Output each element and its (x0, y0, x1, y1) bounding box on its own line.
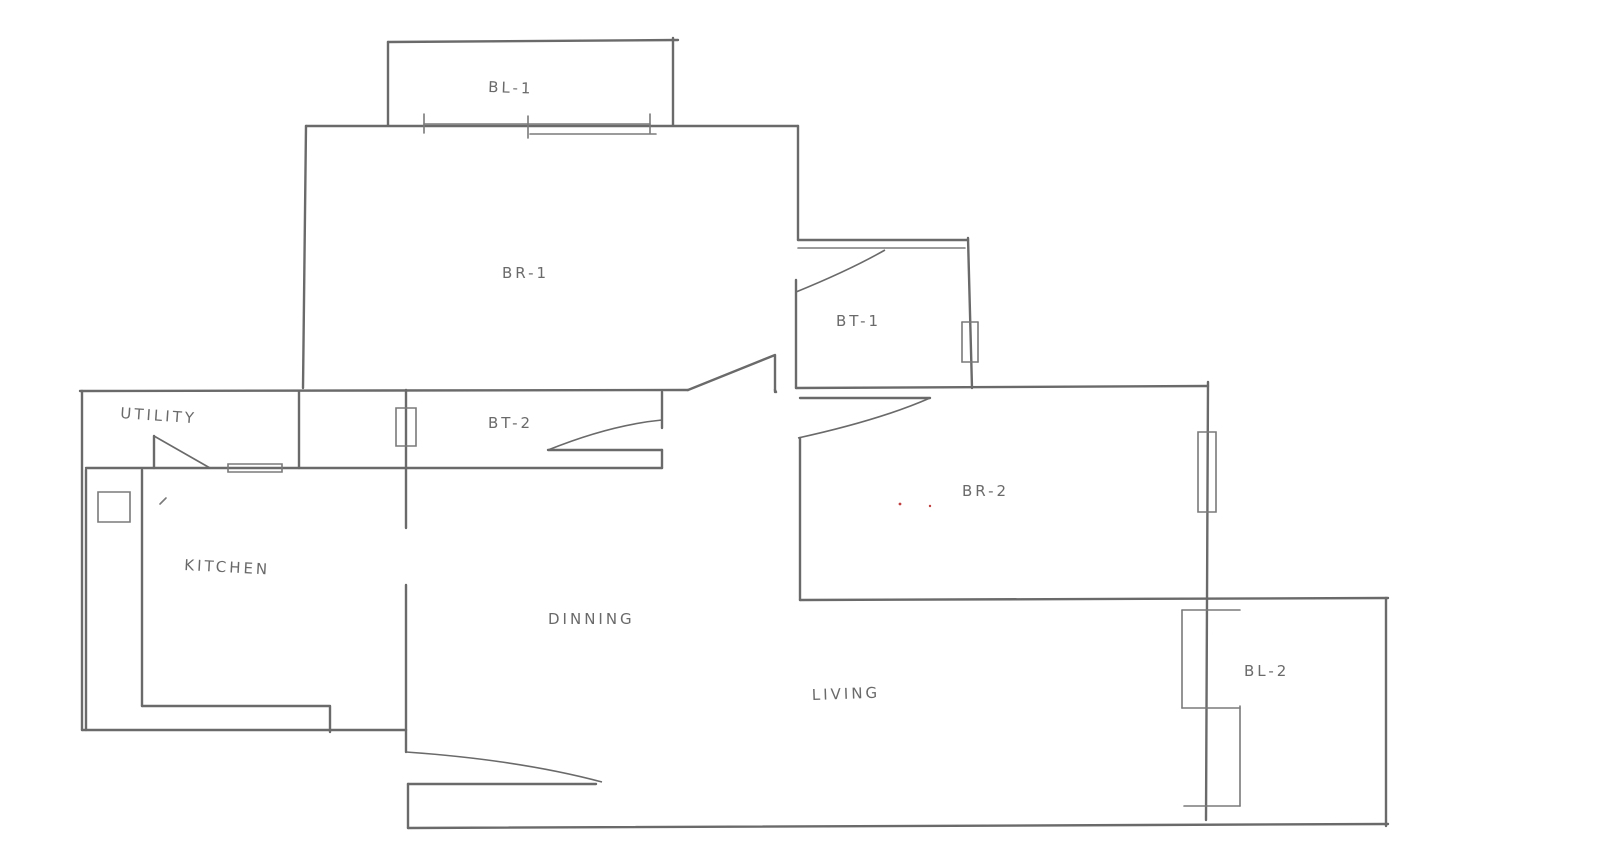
label-dining: DINNING (548, 610, 635, 628)
kitchen-walls (80, 468, 408, 734)
balcony-1-walls (386, 36, 680, 127)
label-balcony-2: BL-2 (1244, 662, 1289, 680)
bedroom-1-walls (301, 113, 800, 390)
label-kitchen: KITCHEN (184, 556, 271, 578)
label-bedroom-1: BR-1 (502, 264, 549, 282)
balcony-2-walls (1181, 596, 1388, 828)
label-bedroom-2: BR-2 (962, 482, 1009, 500)
mid-horizontal-walls (78, 353, 1210, 439)
red-mark (928, 504, 932, 508)
label-utility: UTILITY (120, 404, 198, 427)
bath-1-walls (795, 236, 979, 390)
label-balcony-1: BL-1 (488, 78, 534, 98)
utility-walls (80, 389, 408, 732)
label-bath-1: BT-1 (836, 312, 881, 330)
label-bath-2: BT-2 (488, 414, 533, 432)
living-walls (404, 728, 1390, 830)
pencil-stroke (159, 497, 167, 505)
bath-2-walls (395, 388, 664, 530)
red-mark (898, 502, 902, 506)
bedroom-2-walls (798, 380, 1390, 822)
label-living: LIVING (812, 684, 881, 704)
